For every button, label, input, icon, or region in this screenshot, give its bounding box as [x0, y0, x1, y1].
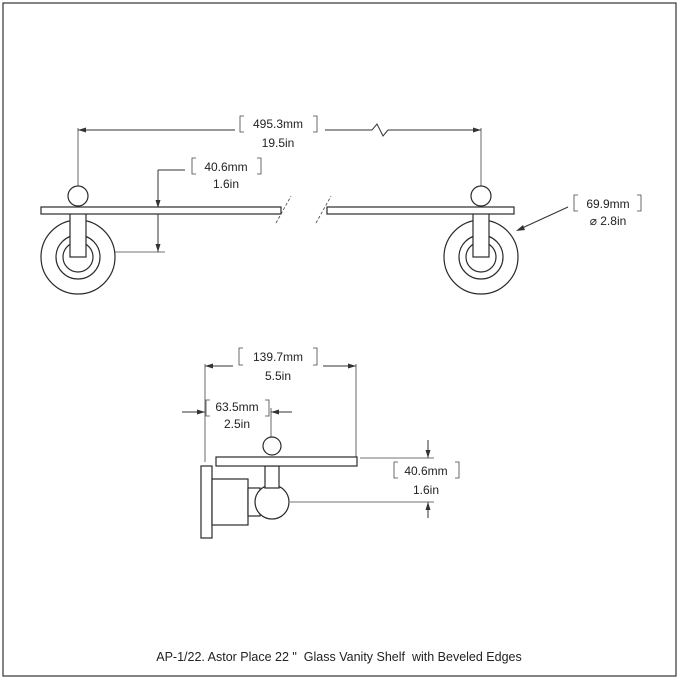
flange-diameter-callout: 69.9mm ⌀ 2.8in: [516, 194, 642, 231]
flange-diameter-mm: 69.9mm: [586, 197, 629, 211]
front-height-dimension: 40.6mm 1.6in: [85, 157, 262, 253]
overall-length-dimension: 495.3mm 19.5in: [77, 115, 482, 190]
side-height-mm: 40.6mm: [404, 464, 447, 478]
drawing-caption: AP-1/22. Astor Place 22 " Glass Vanity S…: [156, 650, 522, 664]
glass-shelf-front: [40, 195, 515, 224]
side-height-in: 1.6in: [413, 483, 439, 497]
left-bracket: [40, 185, 116, 295]
shelf-depth-dimension: 139.7mm 5.5in: [204, 347, 357, 462]
wall-offset-dimension: 63.5mm 2.5in: [182, 399, 292, 438]
overall-length-mm: 495.3mm: [253, 117, 303, 131]
overall-length-in: 19.5in: [262, 136, 295, 150]
front-height-in: 1.6in: [213, 177, 239, 191]
front-height-mm: 40.6mm: [204, 160, 247, 174]
right-bracket: [443, 185, 519, 295]
side-height-dimension: 40.6mm 1.6in: [290, 440, 460, 518]
front-view: 495.3mm 19.5in 40.6mm 1.6in: [40, 115, 642, 295]
side-view: 139.7mm 5.5in 63.5mm 2.5in 40.6mm: [182, 347, 460, 539]
wall-offset-mm: 63.5mm: [215, 400, 258, 414]
bracket-side-profile: [200, 436, 290, 539]
flange-diameter-in: ⌀ 2.8in: [590, 214, 627, 228]
wall-offset-in: 2.5in: [224, 417, 250, 431]
glass-shelf-side: [215, 456, 358, 467]
shelf-depth-in: 5.5in: [265, 369, 291, 383]
shelf-depth-mm: 139.7mm: [253, 350, 303, 364]
